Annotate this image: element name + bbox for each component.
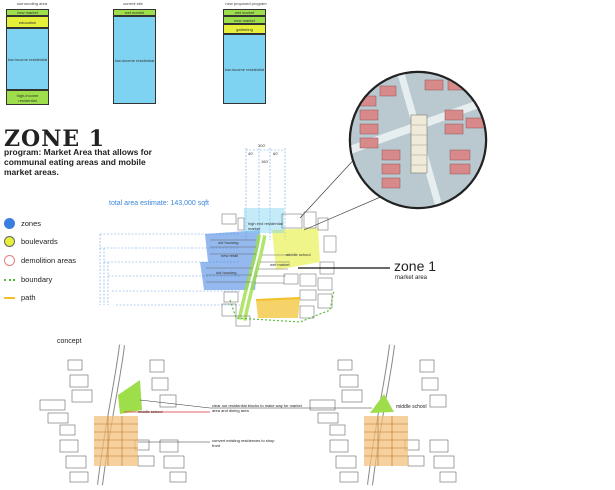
map-label-old-housing: old housing xyxy=(216,270,237,275)
legend-label: path xyxy=(21,293,36,302)
block-low-income: low-income residential xyxy=(6,28,49,90)
block-new-market: new market xyxy=(6,9,49,16)
legend-boundary: boundary xyxy=(4,275,52,284)
block-new-market: new market xyxy=(223,16,266,24)
zone-polygon xyxy=(200,262,258,290)
block-wet-market: wet market xyxy=(113,9,156,16)
high-end-zone xyxy=(244,208,284,233)
program-text: program: Market Area that allows for com… xyxy=(4,147,152,177)
zone-label: zone 1 xyxy=(394,258,437,274)
concept-title: concept xyxy=(57,338,82,345)
dimension-label: 300' xyxy=(258,143,266,148)
legend-boulevards: boulevards xyxy=(4,236,58,247)
block-wet-market: wet market xyxy=(223,9,266,16)
legend-label: zones xyxy=(21,219,42,228)
demolition-circle-icon xyxy=(4,255,15,266)
legend-label: demolition areas xyxy=(21,256,77,265)
inset-buildings xyxy=(351,73,485,207)
road-center xyxy=(241,234,263,321)
map-label-wet-market: wet market xyxy=(270,262,290,267)
dimension-label: 160' xyxy=(261,159,269,164)
boundary-dotted-icon xyxy=(4,278,15,281)
area-estimate: total area estimate: 143,000 sqft xyxy=(109,200,210,207)
legend-path: path xyxy=(4,293,36,302)
concept-note-clear: clear out residential blocks to make way… xyxy=(212,403,302,413)
block-low-income: low-income residential xyxy=(113,16,156,104)
block-gathering: gathering xyxy=(223,24,266,34)
concept-map-left xyxy=(39,344,211,486)
concept-label-middle-school: middle school xyxy=(138,409,163,414)
dimension-label: 60' xyxy=(273,151,279,156)
boundary-line xyxy=(229,289,335,323)
legend-label: boundary xyxy=(21,275,53,284)
concept-note-convert: convert existing residences to shop fron… xyxy=(212,438,275,448)
map-label-middle-school: middle school xyxy=(286,252,311,257)
boulevard-dot-icon xyxy=(4,236,15,247)
map-label-high-end: high end residential market xyxy=(248,221,283,231)
path-line xyxy=(255,297,301,301)
concept-map-right xyxy=(210,344,457,486)
boulevard-polygon xyxy=(272,228,320,270)
zone-dot-icon xyxy=(4,218,15,229)
concept-label-middle-school-right: middle school xyxy=(396,404,427,410)
building-stripes xyxy=(206,239,290,284)
block-high-income: high-income residential xyxy=(6,90,49,105)
block-education: education xyxy=(6,16,49,28)
map-label-old-housing: old housing xyxy=(218,240,239,245)
legend-demolition: demolition areas xyxy=(4,255,76,266)
block-low-income: low-income residential xyxy=(223,34,266,104)
zone-sublabel: market area xyxy=(395,275,428,281)
column-title: surrounding area xyxy=(16,1,48,6)
dimension-label: 40' xyxy=(248,151,254,156)
map-blocks xyxy=(221,211,337,327)
column-title: new proposed program xyxy=(225,1,267,6)
legend-label: boulevards xyxy=(21,237,58,246)
legend-zones: zones xyxy=(4,218,41,229)
zone-title: ZONE 1 xyxy=(4,126,106,152)
map-label-new-retail: new retail xyxy=(221,253,239,258)
path-area xyxy=(256,298,300,318)
column-title: current site xyxy=(123,1,143,6)
path-line-icon xyxy=(4,296,15,299)
